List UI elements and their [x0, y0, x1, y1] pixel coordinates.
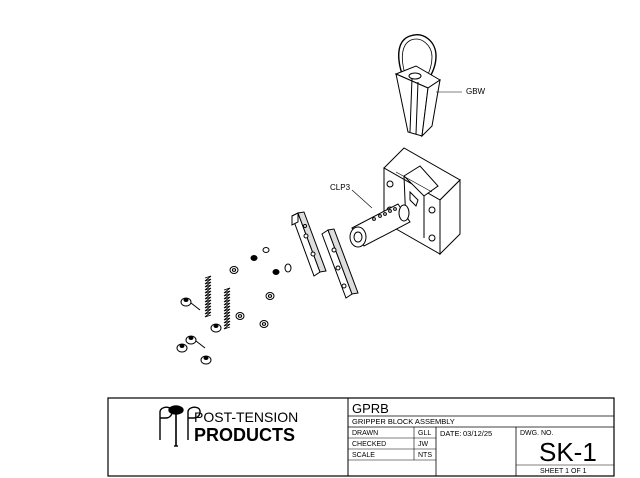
callout-gbw: GBW — [466, 87, 486, 96]
spring-left — [204, 275, 212, 318]
sheet-number: SHEET 1 OF 1 — [540, 468, 587, 475]
cap-screw-4 — [176, 343, 188, 353]
cap-screw-5 — [200, 355, 212, 365]
title-block — [107, 397, 615, 477]
cap-screw-2 — [185, 335, 206, 349]
hardware-small-right — [229, 247, 292, 328]
company-name-line1: POST-TENSION — [194, 409, 298, 425]
date-value: 03/12/25 — [463, 429, 492, 438]
callout-clp3: CLP3 — [330, 183, 351, 192]
checked-label: CHECKED — [352, 441, 386, 448]
side-plate-front — [321, 228, 359, 299]
ptp-logo-icon — [159, 405, 201, 447]
cap-screw-3 — [210, 323, 222, 333]
wire-loop — [398, 34, 437, 81]
dwg-no-label: DWG. NO. — [520, 430, 553, 437]
cap-screws — [176, 297, 222, 365]
part-number: GPRB — [352, 401, 389, 416]
spring-right — [223, 287, 231, 330]
scale-label: SCALE — [352, 452, 375, 459]
cap-screw-1 — [180, 297, 201, 311]
scale-value: NTS — [418, 452, 432, 459]
gripper-block-body — [383, 147, 461, 256]
dwg-no-value: SK-1 — [539, 437, 597, 467]
part-description: GRIPPER BLOCK ASSEMBLY — [352, 417, 455, 426]
drawn-value: GLL — [418, 430, 431, 437]
checked-value: JW — [418, 441, 429, 448]
side-plate-rear — [291, 211, 327, 277]
company-name-line2: PRODUCTS — [194, 425, 295, 445]
clp3-pin-part — [349, 189, 411, 248]
gbw-wedge-part — [394, 34, 462, 138]
wire-loop-inner — [401, 38, 433, 79]
drawn-label: DRAWN — [352, 430, 378, 437]
date-label: DATE: — [440, 429, 462, 438]
